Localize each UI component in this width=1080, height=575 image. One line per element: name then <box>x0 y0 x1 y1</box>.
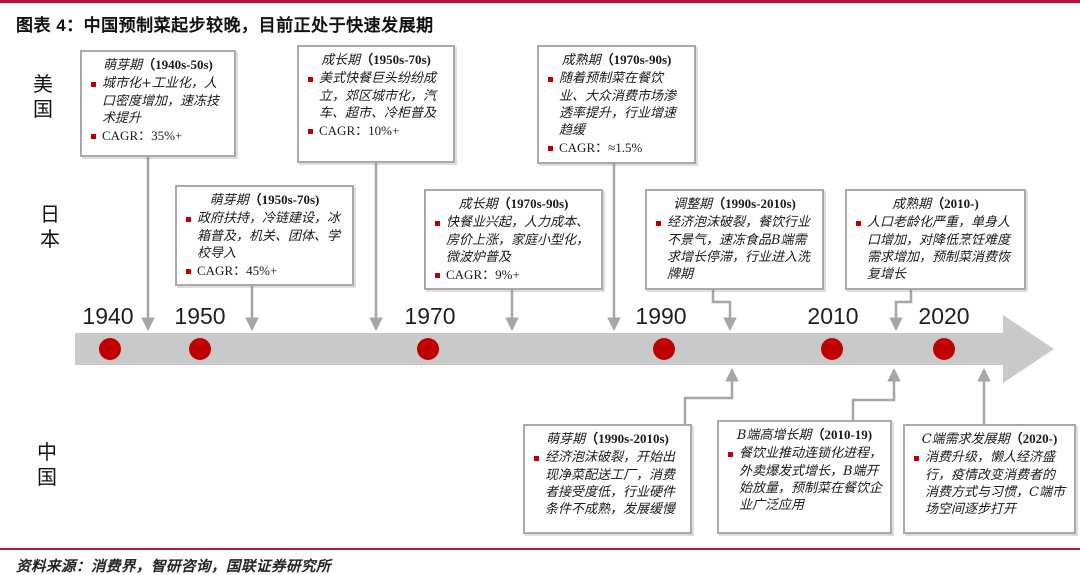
phase-period: （1950s-70s) <box>248 192 320 207</box>
bullet-square-icon <box>914 456 919 462</box>
callout-japan-growth: 成长期（1970s-90s) 快餐业兴起，人力成本、房价上涨，家庭小型化，微波炉… <box>424 189 603 291</box>
phase-period: （1970s-90s) <box>600 52 672 67</box>
phase-name: 萌芽期 <box>209 193 249 208</box>
callout-us-sprout: 萌芽期（1940s-50s) 城市化+工业化，人口密度增加，速冻技术提升 CAG… <box>80 50 236 157</box>
timeline-dot-1950 <box>189 338 211 360</box>
bullet-item-cagr: CAGR：45%+ <box>184 262 345 279</box>
phase-name: 成长期 <box>458 197 498 212</box>
phase-period: （1940s-50s) <box>142 57 213 72</box>
connector-china-2 <box>851 367 901 420</box>
bullet-square-icon <box>728 452 733 458</box>
region-label-us: 美国 <box>33 72 53 121</box>
bullet-square-icon <box>91 134 96 140</box>
year-label-2020: 2020 <box>918 303 970 329</box>
phase-name: B端高增长期 <box>736 428 812 443</box>
year-label-1970: 1970 <box>404 303 456 329</box>
figure-title: 图表 4：中国预制菜起步较晚，目前正处于快速发展期 <box>16 16 434 35</box>
callout-china-sprout: 萌芽期（1990s-2010s) 经济泡沫破裂，开始出现净菜配送工厂，消费者接受… <box>523 424 692 534</box>
bullet-square-icon <box>534 456 539 462</box>
bullet-item: 人口老龄化严重，单身人口增加，对降低烹饪难度需求增加，预制菜消费恢复增长 <box>854 214 1017 283</box>
top-rule <box>0 0 1080 3</box>
connector-japan-3 <box>711 289 737 332</box>
callout-title: 成长期（1950s-70s) <box>306 51 446 69</box>
phase-period: （2010-19) <box>811 427 873 442</box>
timeline-dot-1970 <box>417 338 439 360</box>
bullet-item-cagr: CAGR：10%+ <box>306 122 446 139</box>
year-label-1990: 1990 <box>635 303 687 329</box>
callout-china-c-side-demand: C端需求发展期（2020-) 消费升级，懒人经济盛行，疫情改变消费者的消费方式与… <box>903 424 1076 534</box>
bullet-square-icon <box>435 273 440 279</box>
phase-period: （1990s-2010s) <box>585 431 669 446</box>
callout-title: 成长期（1970s-90s) <box>433 195 594 213</box>
callout-us-mature: 成熟期（1970s-90s) 随着预制菜在餐饮业、大众消费市场渗透率提升，行业增… <box>537 45 696 164</box>
timeline-dot-2020 <box>933 338 955 360</box>
callout-title: 调整期（1990s-2010s) <box>654 195 815 213</box>
callout-title: 萌芽期（1990s-2010s) <box>532 430 683 448</box>
callout-china-b-side-growth: B端高增长期（2010-19) 餐饮业推动连锁化进程，外卖爆发式增长，B端开始放… <box>717 420 892 534</box>
callout-us-growth: 成长期（1950s-70s) 美式快餐巨头纷纷成立，郊区城市化，汽车、超市、冷柜… <box>297 45 455 163</box>
bullet-item: 快餐业兴起，人力成本、房价上涨，家庭小型化，微波炉普及 <box>433 214 594 266</box>
bullet-square-icon <box>308 77 313 83</box>
timeline-dot-1940 <box>99 338 121 360</box>
region-label-japan: 日本 <box>40 202 60 251</box>
phase-name: 成熟期 <box>561 53 601 68</box>
bullet-square-icon <box>186 269 191 275</box>
callout-title: B端高增长期（2010-19) <box>726 426 883 444</box>
connector-china-1 <box>683 367 739 424</box>
callout-japan-adjust: 调整期（1990s-2010s) 经济泡沫破裂，餐饮行业不景气，速冻食品B端需求… <box>645 189 824 291</box>
callout-title: 成熟期（2010-) <box>854 195 1017 213</box>
phase-period: （1950s-70s) <box>360 52 431 67</box>
callout-japan-sprout: 萌芽期（1950s-70s) 政府扶持，冷链建设，冰箱普及，机关、团体、学校导入… <box>175 185 354 287</box>
source-note: 资料来源：消费界，智研咨询，国联证券研究所 <box>16 558 331 575</box>
phase-name: 调整期 <box>673 197 713 212</box>
bullet-square-icon <box>548 77 553 83</box>
phase-period: （1990s-2010s) <box>712 196 796 211</box>
bullet-item: 城市化+工业化，人口密度增加，速冻技术提升 <box>89 75 227 127</box>
callout-japan-mature: 成熟期（2010-) 人口老龄化严重，单身人口增加，对降低烹饪难度需求增加，预制… <box>845 189 1026 291</box>
bullet-square-icon <box>435 221 440 227</box>
phase-period: （2020-) <box>1009 431 1058 446</box>
bullet-square-icon <box>308 129 313 135</box>
bullet-square-icon <box>186 217 191 223</box>
bullet-item-cagr: CAGR：9%+ <box>433 266 594 283</box>
region-label-china: 中国 <box>37 440 57 489</box>
timeline-dot-2010 <box>821 338 843 360</box>
bullet-item: 餐饮业推动连锁化进程，外卖爆发式增长，B端开始放量，预制菜在餐饮企业广泛应用 <box>726 445 883 514</box>
bullet-item: 美式快餐巨头纷纷成立，郊区城市化，汽车、超市、冷柜普及 <box>306 70 446 122</box>
callout-title: 萌芽期（1940s-50s) <box>89 56 227 74</box>
phase-period: （2010-) <box>931 196 979 211</box>
bullet-square-icon <box>91 82 96 88</box>
bullet-square-icon <box>856 221 861 227</box>
bullet-item: 经济泡沫破裂，开始出现净菜配送工厂，消费者接受度低，行业硬件条件不成熟，发展缓慢 <box>532 449 683 518</box>
bullet-item: 随着预制菜在餐饮业、大众消费市场渗透率提升，行业增速趋缓 <box>546 70 687 139</box>
timeline-arrowhead-icon <box>1003 315 1054 383</box>
bullet-item: 政府扶持，冷链建设，冰箱普及，机关、团体、学校导入 <box>184 210 345 262</box>
phase-period: （1970s-90s) <box>497 196 569 211</box>
timeline-dot-1990 <box>653 338 675 360</box>
footer-rule <box>0 548 1080 550</box>
timeline-bar <box>75 333 1003 365</box>
callout-title: 萌芽期（1950s-70s) <box>184 191 345 209</box>
bullet-item: 消费升级，懒人经济盛行，疫情改变消费者的消费方式与习惯，C端市场空间逐步打开 <box>912 449 1067 518</box>
phase-name: 成长期 <box>321 53 361 68</box>
phase-name: C端需求发展期 <box>921 432 1010 447</box>
year-label-2010: 2010 <box>807 303 859 329</box>
bullet-square-icon <box>656 221 661 227</box>
callout-title: 成熟期（1970s-90s) <box>546 51 687 69</box>
connector-japan-4 <box>889 289 913 332</box>
phase-name: 成熟期 <box>892 197 932 212</box>
phase-name: 萌芽期 <box>546 432 586 447</box>
bullet-item-cagr: CAGR：≈1.5% <box>546 139 687 156</box>
phase-name: 萌芽期 <box>103 58 143 73</box>
callout-title: C端需求发展期（2020-) <box>912 430 1067 448</box>
bullet-square-icon <box>548 146 553 152</box>
year-label-1940: 1940 <box>82 303 134 329</box>
bullet-item-cagr: CAGR：35%+ <box>89 127 227 144</box>
bullet-item: 经济泡沫破裂，餐饮行业不景气，速冻食品B端需求增长停滞，行业进入洗牌期 <box>654 214 815 283</box>
year-label-1950: 1950 <box>174 303 226 329</box>
